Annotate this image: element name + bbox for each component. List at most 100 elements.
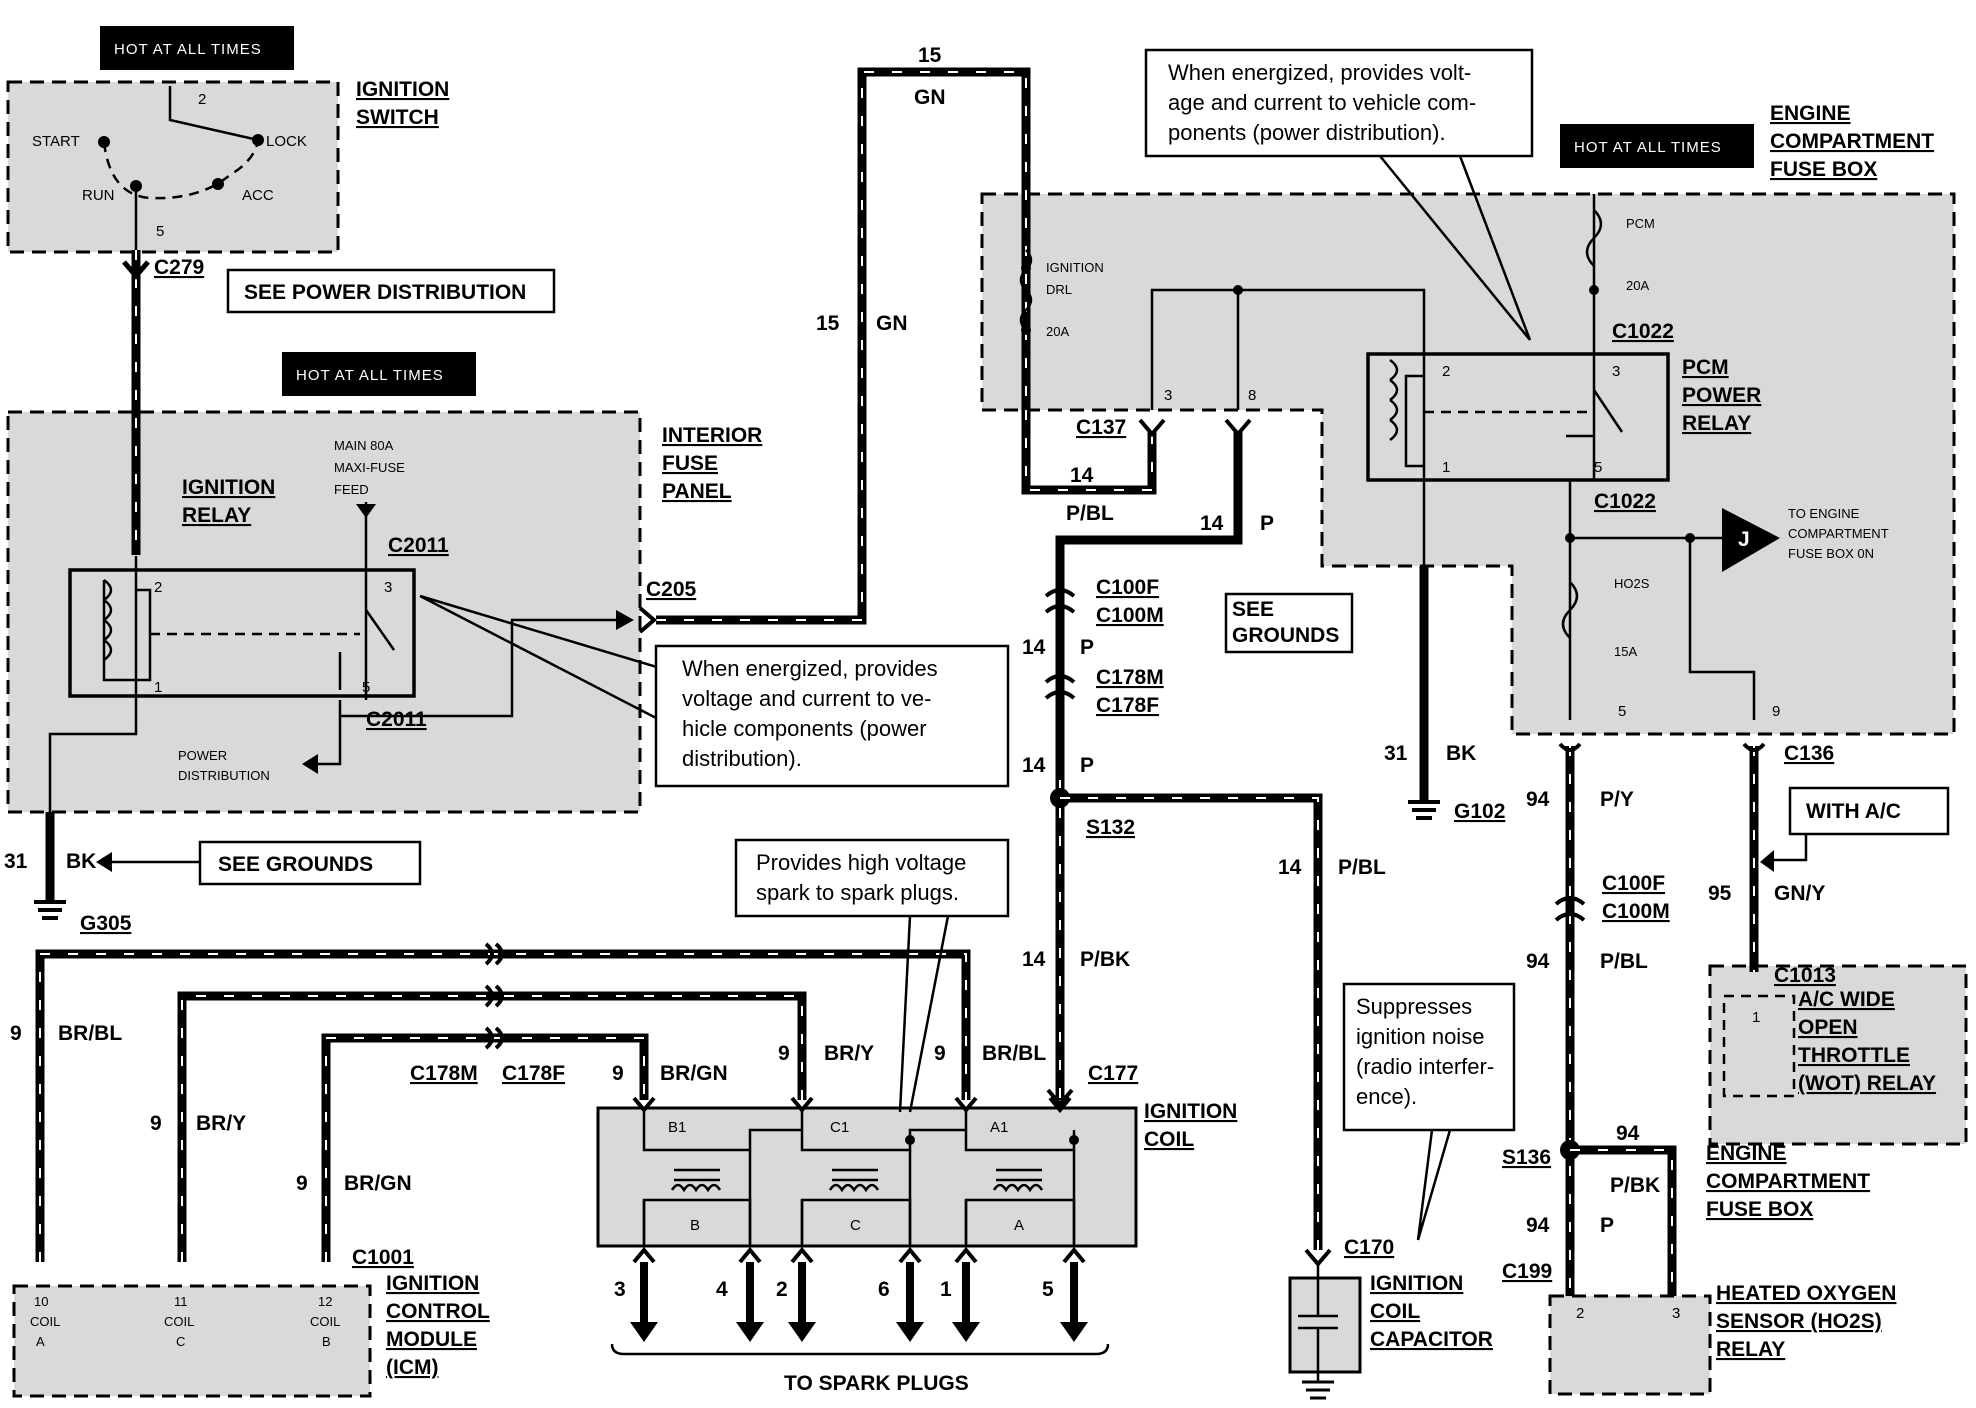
wire-15-mid: 15 — [816, 312, 840, 335]
wire-pbk-2: P/BK — [1610, 1174, 1660, 1197]
engine-fuse-title-2: COMPARTMENT — [1770, 130, 1934, 153]
c1022-bottom-label: C1022 — [1594, 490, 1656, 513]
capacitor-title-2: COIL — [1370, 1300, 1420, 1323]
interior-fuse-title-3: PANEL — [662, 480, 732, 503]
c136-label: C136 — [1784, 742, 1834, 765]
see-grounds-left-button[interactable] — [198, 840, 422, 886]
plug-6: 6 — [878, 1278, 890, 1301]
wire-brbl-coil: BR/BL — [982, 1042, 1046, 1065]
wire-9-bry-left: 9 — [150, 1112, 162, 1135]
pcm-relay-title-3: RELAY — [1682, 412, 1751, 435]
c199-label: C199 — [1502, 1260, 1552, 1283]
fuse-ign-1: IGNITION — [1046, 260, 1104, 275]
wire-pbk: P/BK — [1080, 948, 1130, 971]
note-top-1: When energized, provides volt- — [1168, 60, 1471, 85]
wire-31-right: 31 — [1384, 742, 1408, 765]
note-spark — [734, 838, 1010, 918]
icm-pin-10: 10 — [34, 1294, 48, 1309]
switch-start-label: START — [32, 133, 80, 150]
with-ac-button[interactable] — [1788, 786, 1950, 836]
wire-p-1: P — [1260, 512, 1274, 535]
relay-pin-5: 5 — [362, 679, 370, 696]
pcm-pin-5: 5 — [1594, 459, 1602, 476]
fuse-pcm-2: 20A — [1626, 278, 1649, 293]
ground-symbol-g102 — [1408, 800, 1440, 820]
plug-3: 3 — [614, 1278, 626, 1301]
c205-label: C205 — [646, 578, 697, 601]
wire-9-bry-coil: 9 — [778, 1042, 790, 1065]
see-grounds-mid-2: GROUNDS — [1232, 624, 1339, 647]
plug-5: 5 — [1042, 1278, 1054, 1301]
see-grounds-mid-1: SEE — [1232, 598, 1274, 621]
icm-coil-a-2: A — [36, 1334, 45, 1349]
note-top-2: age and current to vehicle com- — [1168, 90, 1476, 115]
pin-9-bottom: 9 — [1772, 703, 1780, 720]
fuse-ign-2: DRL — [1046, 282, 1072, 297]
c178f-label-b: C178F — [502, 1062, 565, 1085]
maxi-fuse-3: FEED — [334, 482, 369, 497]
s132-label: S132 — [1086, 816, 1135, 839]
note-noise-1: Suppresses — [1356, 994, 1472, 1019]
capacitor-title-1: IGNITION — [1370, 1272, 1463, 1295]
ignition-switch-title-2: SWITCH — [356, 106, 439, 129]
engine-fuse-bottom-1: ENGINE — [1706, 1142, 1787, 1165]
wire-p-4: P — [1600, 1214, 1614, 1237]
hot-label-interior-text: HOT AT ALL TIMES — [296, 367, 444, 384]
spark-plug-arrows — [610, 1246, 1110, 1356]
c100m-label-b: C100M — [1602, 900, 1670, 923]
note-mid-4: distribution). — [682, 746, 802, 771]
ho2s-relay-box — [1548, 1294, 1712, 1396]
ignition-coil-internals — [642, 1108, 1079, 1248]
icm-coil-b-2: B — [322, 1334, 331, 1349]
wire-bry-coil: BR/Y — [824, 1042, 874, 1065]
icm-pin-12: 12 — [318, 1294, 332, 1309]
wire-bk-right: BK — [1446, 742, 1476, 765]
interior-fuse-panel-box — [6, 410, 642, 814]
ground-symbol-g305 — [34, 900, 66, 920]
note-mid-2: voltage and current to ve- — [682, 686, 931, 711]
see-power-distribution-button[interactable] — [226, 268, 556, 314]
wire-95: 95 — [1708, 882, 1732, 905]
ho2s-relay-title-1: HEATED OXYGEN — [1716, 1282, 1896, 1305]
g102-label: G102 — [1454, 800, 1505, 823]
plug-2: 2 — [776, 1278, 788, 1301]
note-relay-interior — [654, 644, 1010, 788]
wire-14-p-2: 14 — [1022, 636, 1046, 659]
c178m-label-b: C178M — [410, 1062, 478, 1085]
c177-label: C177 — [1088, 1062, 1138, 1085]
wire-bry-left: BR/Y — [196, 1112, 246, 1135]
wire-pbl-2: P/BL — [1338, 856, 1386, 879]
coil-a: A — [1014, 1217, 1024, 1234]
c1013-label: C1013 — [1774, 964, 1836, 987]
ignition-relay-title-2: RELAY — [182, 504, 251, 527]
power-dist-1: POWER — [178, 748, 227, 763]
engine-fuse-title-3: FUSE BOX — [1770, 158, 1877, 181]
c100f-label-b: C100F — [1602, 872, 1665, 895]
see-grounds-mid-button[interactable] — [1224, 592, 1354, 654]
coil-pin-a1: A1 — [990, 1119, 1008, 1136]
wire-9-brgn-left: 9 — [296, 1172, 308, 1195]
wire-brgn-coil: BR/GN — [660, 1062, 728, 1085]
ac-relay-coil — [1722, 994, 1796, 1098]
c1022-top-label: C1022 — [1612, 320, 1674, 343]
c100f-label-a: C100F — [1096, 576, 1159, 599]
engine-fuse-title-1: ENGINE — [1770, 102, 1851, 125]
note-spark-1: Provides high voltage — [756, 850, 966, 875]
ac-relay-title-2: OPEN — [1798, 1016, 1858, 1039]
s136-label: S136 — [1502, 1146, 1551, 1169]
to-engine-3: FUSE BOX 0N — [1788, 546, 1874, 561]
relay-pin-2: 2 — [154, 579, 162, 596]
plug-1: 1 — [940, 1278, 952, 1301]
pcm-pin-3: 3 — [1612, 363, 1620, 380]
coil-c: C — [850, 1217, 861, 1234]
c170-label: C170 — [1344, 1236, 1394, 1259]
wire-94-p: 94 — [1526, 1214, 1550, 1237]
pcm-pin-2: 2 — [1442, 363, 1450, 380]
coil-pin-c1: C1 — [830, 1119, 849, 1136]
interior-fuse-title-1: INTERIOR — [662, 424, 762, 447]
c2011-top-label: C2011 — [388, 534, 449, 557]
engine-fuse-bottom-2: COMPARTMENT — [1706, 1170, 1870, 1193]
ho2s-relay-title-2: SENSOR (HO2S) — [1716, 1310, 1882, 1333]
pin-5-bottom: 5 — [1618, 703, 1626, 720]
